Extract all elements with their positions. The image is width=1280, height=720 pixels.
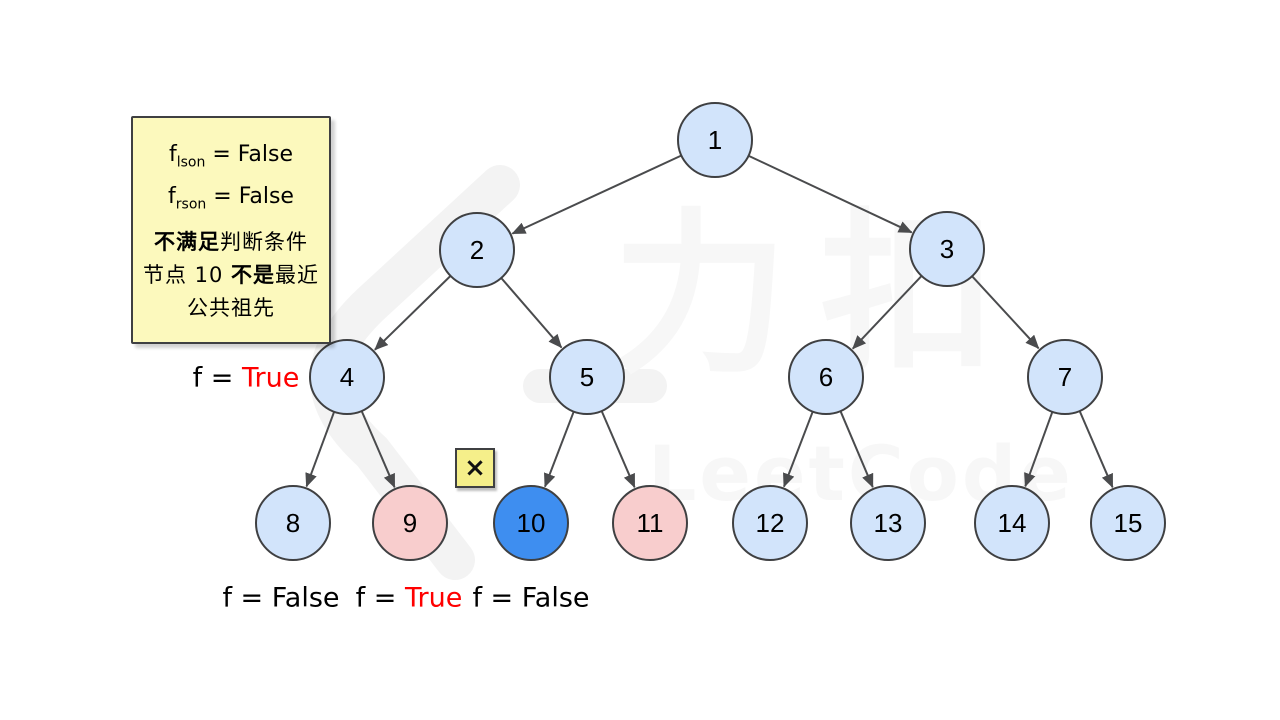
tree-edge-6-13 xyxy=(839,410,874,489)
tree-edge-5-11 xyxy=(600,410,636,489)
tree-node-label-8: 8 xyxy=(286,508,300,538)
tree-node-5: 5 xyxy=(549,339,625,415)
tree-node-label-6: 6 xyxy=(819,362,833,392)
tree-node-label-14: 14 xyxy=(998,508,1027,538)
tree-node-label-1: 1 xyxy=(708,125,722,155)
note-text-node10: 节点 10 不是最近 xyxy=(142,263,320,287)
tree-node-9: 9 xyxy=(372,485,448,561)
tree-edge-7-15 xyxy=(1078,410,1114,489)
tree-node-label-5: 5 xyxy=(580,362,594,392)
tree-node-8: 8 xyxy=(255,485,331,561)
tree-node-label-10: 10 xyxy=(517,508,546,538)
tree-node-circle-2 xyxy=(439,212,515,288)
note-text-condition: 不满足判断条件 xyxy=(154,230,308,254)
tree-node-circle-9 xyxy=(372,485,448,561)
tree-node-circle-4 xyxy=(309,339,385,415)
cross-marker-box: × xyxy=(455,448,495,488)
tree-node-circle-1 xyxy=(677,102,753,178)
tree-edges xyxy=(305,154,1114,489)
tree-node-label-9: 9 xyxy=(403,508,417,538)
tree-node-7: 7 xyxy=(1027,339,1103,415)
cross-icon: × xyxy=(464,453,486,483)
tree-edge-3-6 xyxy=(852,275,923,350)
tree-node-11: 11 xyxy=(612,485,688,561)
tree-node-circle-6 xyxy=(788,339,864,415)
tree-edge-1-3 xyxy=(748,154,913,234)
sticky-note: flson = False frson = False 不满足判断条件 节点 1… xyxy=(131,116,331,344)
note-text-ancestor: 公共祖先 xyxy=(187,296,275,320)
tree-node-13: 13 xyxy=(850,485,926,561)
tree-edge-2-4 xyxy=(374,275,452,351)
tree-node-3: 3 xyxy=(909,211,985,287)
tree-node-circle-7 xyxy=(1027,339,1103,415)
tree-node-14: 14 xyxy=(974,485,1050,561)
tree-node-circle-12 xyxy=(732,485,808,561)
f-label-node10: f = False xyxy=(472,582,590,614)
tree-node-label-7: 7 xyxy=(1058,362,1072,392)
tree-node-6: 6 xyxy=(788,339,864,415)
tree-node-circle-15 xyxy=(1090,485,1166,561)
note-formula-lson: flson = False xyxy=(168,142,294,171)
tree-node-label-13: 13 xyxy=(874,508,903,538)
tree-edge-3-7 xyxy=(971,275,1040,350)
tree-node-circle-11 xyxy=(612,485,688,561)
tree-node-circle-13 xyxy=(850,485,926,561)
tree-edge-7-14 xyxy=(1024,411,1054,488)
tree-node-label-12: 12 xyxy=(756,508,785,538)
f-label-node8: f = False xyxy=(222,582,340,614)
tree-node-circle-5 xyxy=(549,339,625,415)
tree-edge-4-9 xyxy=(360,410,396,489)
tree-node-2: 2 xyxy=(439,212,515,288)
tree-edge-2-5 xyxy=(500,277,563,349)
tree-edge-6-12 xyxy=(783,411,814,488)
tree-node-circle-10 xyxy=(493,485,569,561)
tree-node-circle-8 xyxy=(255,485,331,561)
note-formula-rson: frson = False xyxy=(168,184,294,213)
tree-node-circle-3 xyxy=(909,211,985,287)
tree-node-label-4: 4 xyxy=(340,362,354,392)
tree-node-label-2: 2 xyxy=(470,235,484,265)
tree-edge-4-8 xyxy=(305,411,336,488)
tree-node-12: 12 xyxy=(732,485,808,561)
tree-node-label-15: 15 xyxy=(1114,508,1143,538)
tree-node-label-3: 3 xyxy=(940,234,954,264)
tree-node-4: 4 xyxy=(309,339,385,415)
tree-node-10: 10 xyxy=(493,485,569,561)
tree-node-circle-14 xyxy=(974,485,1050,561)
tree-node-1: 1 xyxy=(677,102,753,178)
f-label-node9: f = True xyxy=(355,582,463,614)
tree-node-15: 15 xyxy=(1090,485,1166,561)
tree-edge-5-10 xyxy=(544,411,575,488)
tree-node-label-11: 11 xyxy=(637,508,664,538)
tree-edge-1-2 xyxy=(511,154,682,235)
f-label-node4: f = True xyxy=(192,362,300,394)
